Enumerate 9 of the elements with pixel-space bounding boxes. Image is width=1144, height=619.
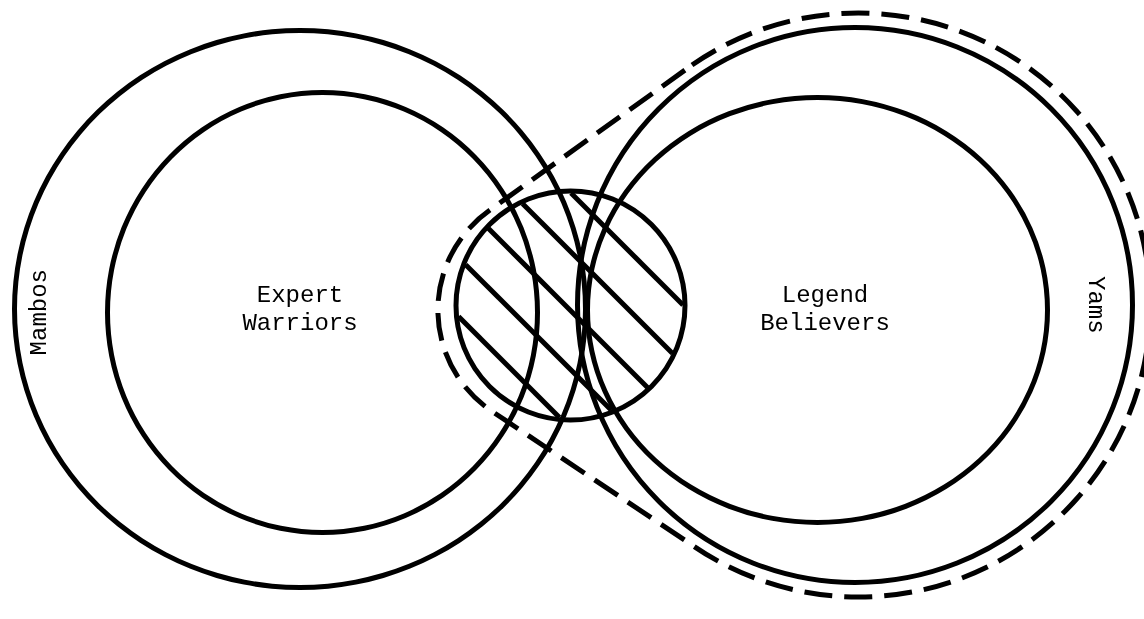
outer-circle	[12, 28, 588, 590]
inner-circle	[105, 90, 540, 535]
set-label: Mambos	[26, 268, 54, 356]
hatched-circle	[453, 188, 688, 423]
set-label: Expert Warriors	[241, 282, 359, 338]
outer-circle	[575, 25, 1135, 585]
set-label: Yams	[1081, 276, 1109, 334]
inner-circle	[585, 95, 1050, 525]
set-label: Legend Believers	[759, 282, 891, 338]
